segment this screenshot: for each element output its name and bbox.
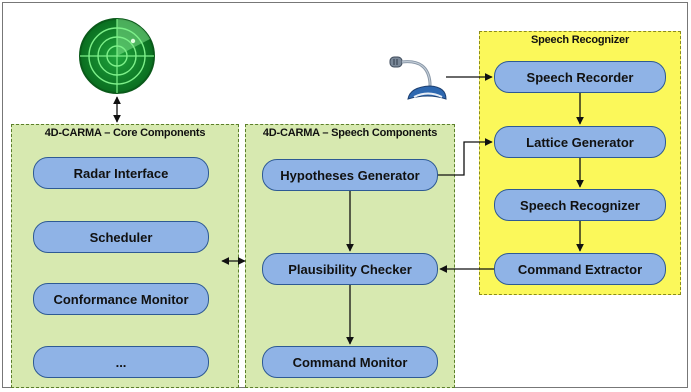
command-monitor-node: Command Monitor — [262, 346, 438, 378]
lattice-generator-node: Lattice Generator — [494, 126, 666, 158]
group-title: 4D-CARMA – Core Components — [44, 127, 206, 139]
speech-recorder-node: Speech Recorder — [494, 61, 666, 93]
plausibility-checker-node: Plausibility Checker — [262, 253, 438, 285]
microphone-icon — [389, 56, 447, 100]
speech-recognizer-node: Speech Recognizer — [494, 189, 666, 221]
ellipsis-node: ... — [33, 346, 209, 378]
conformance-monitor-node: Conformance Monitor — [33, 283, 209, 315]
group-title: Speech Recognizer — [530, 34, 630, 46]
radar-icon — [79, 18, 155, 94]
hypotheses-generator-node: Hypotheses Generator — [262, 159, 438, 191]
radar-interface-node: Radar Interface — [33, 157, 209, 189]
group-title: 4D-CARMA – Speech Components — [262, 127, 438, 139]
command-extractor-node: Command Extractor — [494, 253, 666, 285]
scheduler-node: Scheduler — [33, 221, 209, 253]
hypotheses-lattice-arrow — [438, 138, 493, 176]
